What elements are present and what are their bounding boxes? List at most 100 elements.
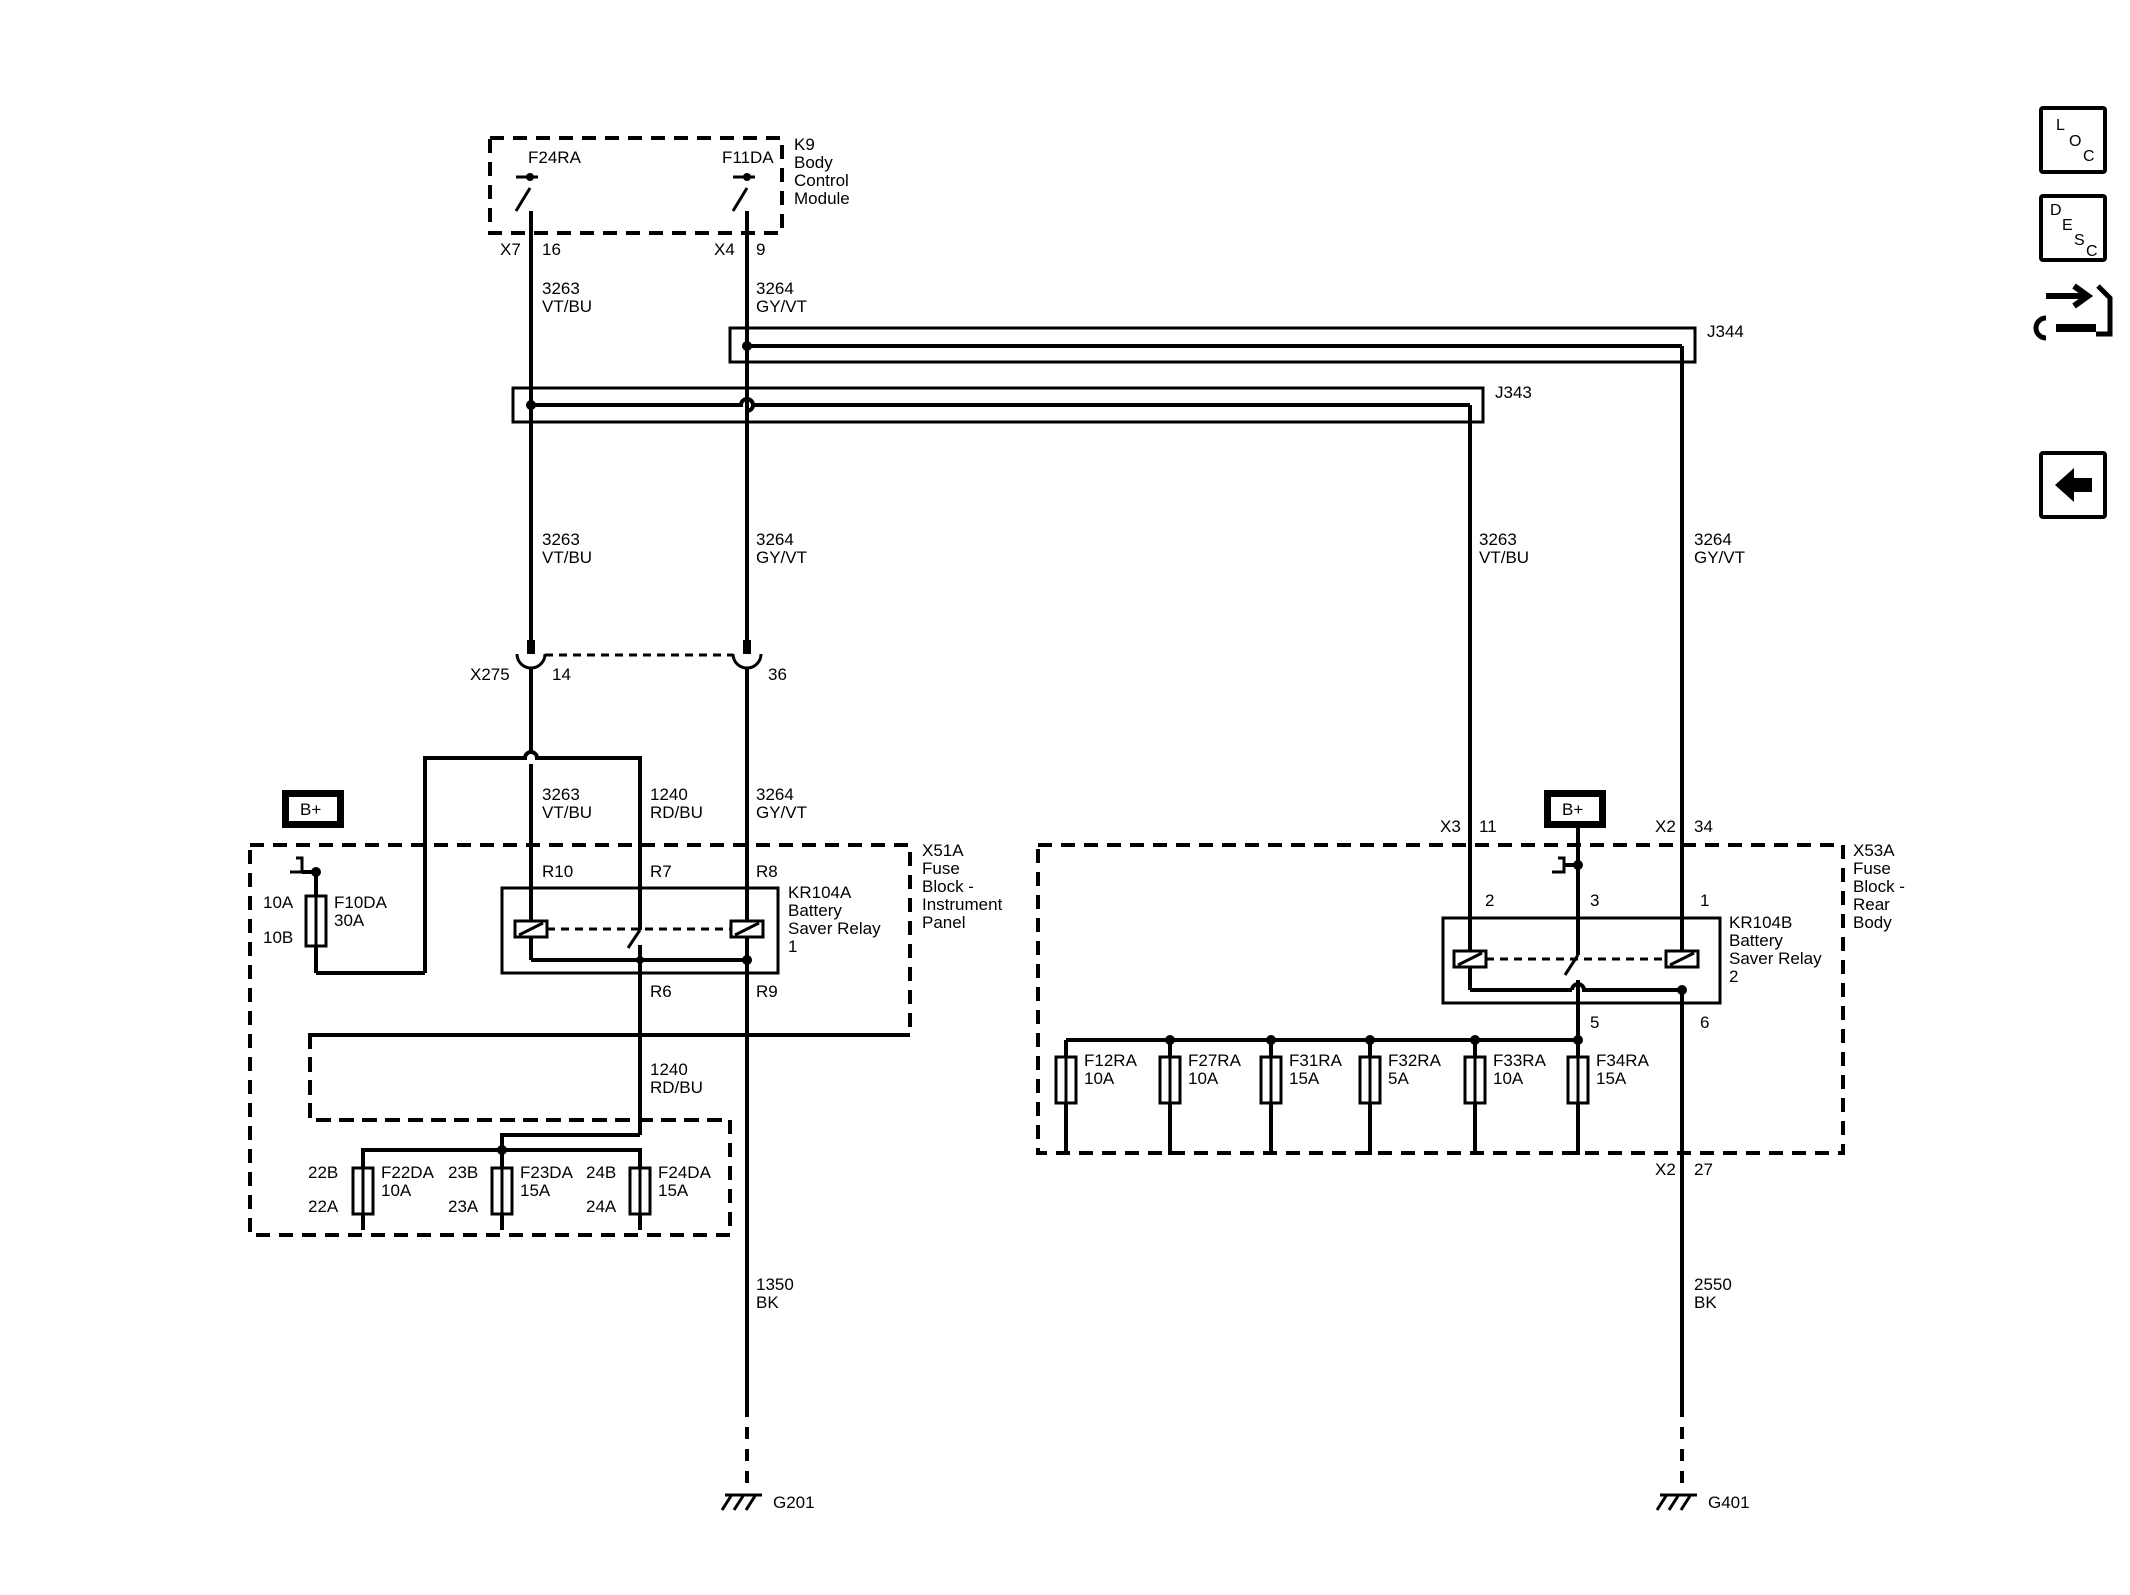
rear-fuse-3-rating: 5A xyxy=(1388,1069,1409,1088)
ip-fuse-1-pin-top: 23B xyxy=(448,1163,478,1182)
connector-x4: X4 xyxy=(714,240,735,259)
relay1-pin-r10: R10 xyxy=(542,862,573,881)
relay2-pin-2: 2 xyxy=(1485,891,1494,910)
svg-text:S: S xyxy=(2074,232,2085,249)
ip-fuse-2-pin-bottom: 24A xyxy=(586,1197,617,1216)
relay2-pin-3: 3 xyxy=(1590,891,1599,910)
ground-g201-label: G201 xyxy=(773,1493,815,1512)
wire-color-gyvt-c: GY/VT xyxy=(1694,548,1745,567)
wire-label-3263-d: 3263 xyxy=(542,785,580,804)
wire-label-1240-b: 1240 xyxy=(650,1060,688,1079)
splice-j343-label: J343 xyxy=(1495,383,1532,402)
battery-left-label: B+ xyxy=(300,800,321,819)
battery-right-label: B+ xyxy=(1562,800,1583,819)
svg-text:O: O xyxy=(2069,133,2081,150)
rear-fuse-4-name: F33RA xyxy=(1493,1051,1547,1070)
relay1-switch-icon xyxy=(626,929,642,949)
rear-fuse-0-rating: 10A xyxy=(1084,1069,1115,1088)
relay2-pin-6: 6 xyxy=(1700,1013,1709,1032)
svg-text:C: C xyxy=(2083,148,2095,165)
rear-fuse-0: F12RA 10A xyxy=(1054,1040,1138,1155)
relay1-pin-r6: R6 xyxy=(650,982,672,1001)
bcm-desc-2: Control xyxy=(794,171,849,190)
fuse-block-ip: X51A Fuse Block - Instrument Panel xyxy=(248,841,1003,1237)
rear-fuse-3: F32RA 5A xyxy=(1358,1035,1442,1155)
battery-positive-right-icon: B+ xyxy=(1544,790,1606,828)
svg-text:D: D xyxy=(2050,202,2062,219)
rear-fuse-1-name: F27RA xyxy=(1188,1051,1242,1070)
connector-service-icon[interactable] xyxy=(2033,283,2113,341)
wire-label-3264-c: 3264 xyxy=(1694,530,1732,549)
wire-color-vtbu-d: VT/BU xyxy=(542,803,592,822)
wire-color-gyvt-d: GY/VT xyxy=(756,803,807,822)
wire-label-2550: 2550 xyxy=(1694,1275,1732,1294)
wire-1240-feed xyxy=(423,750,642,973)
wire-color-vtbu-b: VT/BU xyxy=(542,548,592,567)
relay-kr104b: KR104B Battery Saver Relay 2 xyxy=(1441,913,1822,1005)
fuse-block-rear-desc-2: Block - xyxy=(1853,877,1905,896)
connector-x3-pin: 11 xyxy=(1479,817,1497,836)
relay2-name: KR104B xyxy=(1729,913,1792,932)
fuse-f10da-pin-bottom: 10B xyxy=(263,928,293,947)
bcm-name: K9 xyxy=(794,135,815,154)
relay1-pin-r9: R9 xyxy=(756,982,778,1001)
wire-color-rdbu-a: RD/BU xyxy=(650,803,703,822)
wire-label-3263-b: 3263 xyxy=(542,530,580,549)
connector-x2-pin: 34 xyxy=(1694,817,1713,836)
battery-positive-left-icon: B+ xyxy=(282,790,344,828)
relay1-desc-3: 1 xyxy=(788,937,797,956)
bcm-desc-3: Module xyxy=(794,189,850,208)
bcm-switch-right-icon xyxy=(731,173,755,212)
loc-button[interactable]: L O C xyxy=(2039,106,2107,174)
relay1-pin-r8: R8 xyxy=(756,862,778,881)
ip-fuse-0-rating: 10A xyxy=(381,1181,412,1200)
bcm-output-right-label: F11DA xyxy=(722,148,774,167)
connector-x2b-pin: 27 xyxy=(1694,1160,1713,1179)
rear-fuse-4-rating: 10A xyxy=(1493,1069,1524,1088)
wire-label-3264-a: 3264 xyxy=(756,279,794,298)
connector-x275-pin-b: 36 xyxy=(768,665,787,684)
relay1-desc-1: Battery xyxy=(788,901,842,920)
ground-g401-icon xyxy=(1655,1493,1697,1511)
back-button[interactable] xyxy=(2039,451,2107,519)
desc-button[interactable]: D E S C xyxy=(2039,194,2107,262)
wire-label-3263-a: 3263 xyxy=(542,279,580,298)
rear-fuse-0-name: F12RA xyxy=(1084,1051,1138,1070)
ip-fuse-1: 23B 23A F23DA 15A xyxy=(448,1163,574,1216)
fuse-block-rear: X53A Fuse Block - Rear Body xyxy=(1036,841,1905,1155)
fuse-block-rear-desc-1: Fuse xyxy=(1853,859,1891,878)
bplus-left-terminal-icon xyxy=(290,856,304,874)
rear-fuse-3-name: F32RA xyxy=(1388,1051,1442,1070)
ip-fuse-2-rating: 15A xyxy=(658,1181,689,1200)
connector-x2b: X2 xyxy=(1655,1160,1676,1179)
fuse-block-ip-name: X51A xyxy=(922,841,964,860)
fuse-f10da-rating: 30A xyxy=(334,911,365,930)
rear-fuse-4: F33RA 10A xyxy=(1463,1035,1547,1155)
ip-fuse-0-pin-bottom: 22A xyxy=(308,1197,339,1216)
rear-fuse-1: F27RA 10A xyxy=(1158,1035,1242,1155)
rear-fuse-5-name: F34RA xyxy=(1596,1051,1650,1070)
rear-fuse-5: F34RA 15A xyxy=(1566,1035,1650,1155)
connector-x4-pin: 9 xyxy=(756,240,765,259)
bplus-right-terminal-icon xyxy=(1552,856,1566,874)
svg-text:L: L xyxy=(2056,117,2065,134)
wire-color-rdbu-b: RD/BU xyxy=(650,1078,703,1097)
fuse-f10da-name: F10DA xyxy=(334,893,388,912)
ip-fuse-0-pin-top: 22B xyxy=(308,1163,338,1182)
ip-fuse-2-name: F24DA xyxy=(658,1163,712,1182)
ip-fuse-1-name: F23DA xyxy=(520,1163,574,1182)
splice-j343: J343 xyxy=(511,383,1532,424)
back-arrow-icon xyxy=(2055,468,2092,502)
relay2-switch-icon xyxy=(1563,954,1580,976)
rear-fuse-2: F31RA 15A xyxy=(1259,1035,1343,1155)
rear-fuse-2-name: F31RA xyxy=(1289,1051,1343,1070)
fuse-block-ip-desc-4: Panel xyxy=(922,913,965,932)
wire-color-gyvt-a: GY/VT xyxy=(756,297,807,316)
connector-x275: X275 14 36 xyxy=(470,640,787,684)
fuse-block-rear-desc-4: Body xyxy=(1853,913,1892,932)
bcm-outline xyxy=(488,136,784,235)
rear-fuse-1-rating: 10A xyxy=(1188,1069,1219,1088)
splice-j344-label: J344 xyxy=(1707,322,1744,341)
ground-g401-label: G401 xyxy=(1708,1493,1750,1512)
wire-label-1240-a: 1240 xyxy=(650,785,688,804)
